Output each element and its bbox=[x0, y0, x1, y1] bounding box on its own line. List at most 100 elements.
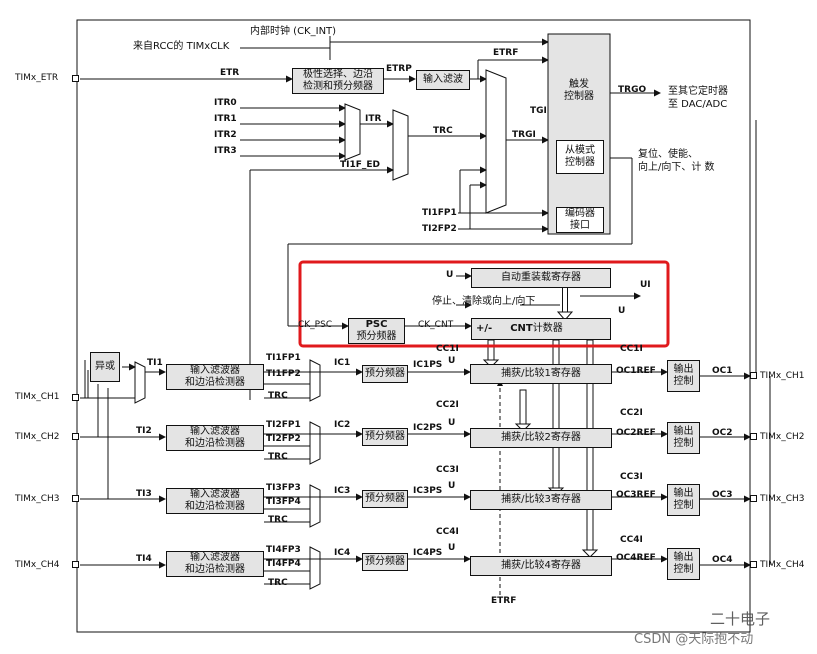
itr0-label: ITR0 bbox=[214, 98, 237, 108]
trgi-label: TRGI bbox=[512, 130, 536, 140]
xor-block: 异或 bbox=[90, 352, 120, 382]
highlight-box bbox=[298, 260, 670, 348]
slave-mode-controller-block: 从模式 控制器 bbox=[556, 140, 604, 174]
oc1-label: OC1 bbox=[712, 366, 733, 376]
pin-ch4-out bbox=[750, 561, 757, 568]
etrf-bottom-label: ETRF bbox=[491, 596, 517, 606]
ti4-label: TI4 bbox=[136, 554, 152, 564]
ti2-label: TI2 bbox=[136, 426, 152, 436]
cc1i-right-label: CC1I bbox=[620, 344, 643, 354]
cnt-name: CNT bbox=[510, 323, 533, 334]
oc1ref-label: OC1REF bbox=[616, 366, 656, 376]
ch4-fp4-label: TI4FP4 bbox=[266, 559, 301, 569]
prescaler-ch4: 预分频器 bbox=[362, 553, 408, 571]
u-cc3-label: U bbox=[448, 481, 456, 491]
pin-ch3-out bbox=[750, 495, 757, 502]
ch3-fp4-label: TI3FP4 bbox=[266, 497, 301, 507]
ti1f-ed-label: TI1F_ED bbox=[340, 160, 381, 170]
auto-reload-register-block: 自动重装载寄存器 bbox=[471, 268, 611, 288]
prescaler-ch2: 预分频器 bbox=[362, 428, 408, 446]
ch2-trc-label: TRC bbox=[268, 452, 288, 462]
u-cc1-label: U bbox=[448, 356, 456, 366]
cnt-suffix: 计数器 bbox=[532, 323, 563, 334]
pin-ch4-in-label: TIMx_CH4 bbox=[15, 560, 60, 570]
u-label-arr: U bbox=[446, 270, 454, 280]
oc2ref-label: OC2REF bbox=[616, 428, 656, 438]
ic3ps-label: IC3PS bbox=[413, 486, 443, 496]
watermark-brand: 二十电子 bbox=[710, 610, 771, 628]
ch1-fp1-label: TI1FP1 bbox=[266, 353, 301, 363]
cc1i-left-label: CC1I bbox=[436, 344, 459, 354]
oc2-label: OC2 bbox=[712, 428, 733, 438]
stop-clear-note: 停止、清除或向上/向下 bbox=[432, 296, 536, 307]
ic2ps-label: IC2PS bbox=[413, 423, 443, 433]
ic4-label: IC4 bbox=[334, 548, 351, 558]
itr3-label: ITR3 bbox=[214, 146, 237, 156]
ic1-label: IC1 bbox=[334, 358, 351, 368]
u-cc4-label: U bbox=[448, 543, 456, 553]
pin-ch4-out-label: TIMx_CH4 bbox=[760, 560, 805, 570]
ch4-trc-label: TRC bbox=[268, 578, 288, 588]
ch2-fp2-label: TI2FP2 bbox=[266, 434, 301, 444]
ic2-label: IC2 bbox=[334, 420, 351, 430]
output-control-ch1: 输出 控制 bbox=[667, 360, 700, 392]
cc4i-right-label: CC4I bbox=[620, 535, 643, 545]
input-filter-block: 输入滤波 bbox=[416, 70, 470, 90]
etrp-label: ETRP bbox=[386, 64, 412, 74]
updown-count-note: 向上/向下、计 数 bbox=[638, 162, 715, 173]
ti3-label: TI3 bbox=[136, 489, 152, 499]
encoder-interface-block: 编码器 接口 bbox=[556, 207, 604, 233]
outer-frame bbox=[76, 19, 751, 633]
pin-ch2-in-label: TIMx_CH2 bbox=[15, 432, 60, 442]
itr2-label: ITR2 bbox=[214, 130, 237, 140]
etrf-label: ETRF bbox=[493, 48, 519, 58]
ch4-fp3-label: TI4FP3 bbox=[266, 545, 301, 555]
cc4i-left-label: CC4I bbox=[436, 527, 459, 537]
capture-compare-1-register: 捕获/比较1寄存器 bbox=[470, 364, 612, 384]
ck-cnt-label: CK_CNT bbox=[418, 320, 454, 330]
to-other-timers: 至其它定时器 bbox=[668, 86, 728, 97]
tgi-label: TGI bbox=[530, 106, 547, 116]
oc4ref-label: OC4REF bbox=[616, 553, 656, 563]
pin-ch1-out-label: TIMx_CH1 bbox=[760, 371, 805, 381]
rcc-clock-label: 来自RCC的 TIMxCLK bbox=[133, 41, 230, 52]
pin-ch4-in bbox=[72, 561, 79, 568]
itr-label: ITR bbox=[365, 114, 382, 124]
cc3i-right-label: CC3I bbox=[620, 472, 643, 482]
prescaler-ch3: 预分频器 bbox=[362, 490, 408, 508]
pin-ch1-out bbox=[750, 372, 757, 379]
reset-enable-note: 复位、使能、 bbox=[638, 149, 698, 160]
psc-title: PSC bbox=[365, 319, 388, 330]
oc3-label: OC3 bbox=[712, 490, 733, 500]
etr-label: ETR bbox=[220, 68, 240, 78]
pin-ch3-in-label: TIMx_CH3 bbox=[15, 494, 60, 504]
ic3-label: IC3 bbox=[334, 486, 351, 496]
ti2fp2-label: TI2FP2 bbox=[422, 224, 457, 234]
oc4-label: OC4 bbox=[712, 555, 733, 565]
u-cc2-label: U bbox=[448, 418, 456, 428]
trc-label: TRC bbox=[433, 126, 453, 136]
ch1-trc-label: TRC bbox=[268, 391, 288, 401]
pin-ch3-out-label: TIMx_CH3 bbox=[760, 494, 805, 504]
output-control-ch3: 输出 控制 bbox=[667, 484, 700, 516]
output-control-ch4: 输出 控制 bbox=[667, 548, 700, 580]
watermark-site: CSDN @天际抱不动 bbox=[634, 632, 754, 647]
oc3ref-label: OC3REF bbox=[616, 490, 656, 500]
cnt-counter-block: +/- CNT 计数器 bbox=[471, 318, 611, 340]
output-control-ch2: 输出 控制 bbox=[667, 422, 700, 454]
capture-compare-2-register: 捕获/比较2寄存器 bbox=[470, 428, 612, 448]
capture-compare-4-register: 捕获/比较4寄存器 bbox=[470, 556, 612, 576]
ch3-fp3-label: TI3FP3 bbox=[266, 483, 301, 493]
cnt-sign: +/- bbox=[476, 323, 493, 334]
capture-compare-3-register: 捕获/比较3寄存器 bbox=[470, 490, 612, 510]
ti1-label: TI1 bbox=[147, 358, 163, 368]
ic1ps-label: IC1PS bbox=[413, 360, 443, 370]
trigger-controller-label: 触发 控制器 bbox=[564, 79, 594, 102]
pin-etr-label: TIMx_ETR bbox=[15, 73, 59, 83]
psc-subtitle: 预分频器 bbox=[356, 331, 397, 342]
pin-ch2-out-label: TIMx_CH2 bbox=[760, 432, 805, 442]
u-sub-label: U bbox=[618, 306, 626, 316]
pin-etr bbox=[72, 75, 79, 82]
ch3-trc-label: TRC bbox=[268, 515, 288, 525]
